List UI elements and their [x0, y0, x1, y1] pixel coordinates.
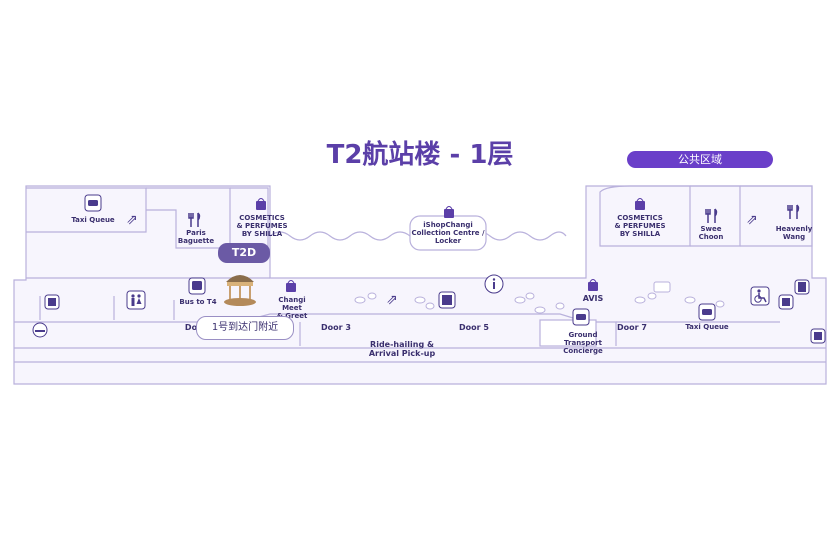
phone-icon: [794, 279, 810, 295]
shopping-bag-icon: [286, 280, 296, 292]
t2d-marker[interactable]: T2D: [218, 243, 270, 263]
toilet-icon: [126, 290, 146, 310]
escalator-icon: ⇗: [386, 292, 398, 308]
label-heavenly-wang: Heavenly Wang: [775, 225, 813, 241]
label-door5: Door 5: [459, 323, 489, 332]
label-swee-choon: Swee Choon: [698, 225, 724, 241]
label-ishopchangi: iShopChangi Collection Centre / Locker: [411, 221, 485, 245]
info-icon: [484, 274, 504, 294]
restaurant-icon: [705, 208, 718, 223]
shopping-bag-icon: [256, 198, 266, 210]
lift-icon: [438, 291, 456, 309]
taxi-icon: [84, 194, 102, 212]
taxi-icon: [572, 308, 590, 326]
label-door7: Door 7: [617, 323, 647, 332]
escalator-icon: ⇗: [746, 212, 758, 228]
smoking-icon: [32, 322, 48, 338]
label-avis: AVIS: [582, 294, 604, 303]
lift-icon: [810, 328, 826, 344]
shopping-bag-icon: [635, 198, 645, 210]
label-taxi-queue-left: Taxi Queue: [71, 216, 115, 224]
label-paris-baguette: Paris Baguette: [177, 229, 215, 245]
label-cosmetics-right: COSMETICS & PERFUMES BY SHILLA: [614, 214, 666, 238]
lift-icon: [778, 294, 794, 310]
page-title: T2航站楼 - 1层: [326, 140, 514, 170]
near-door1-marker[interactable]: 1号到达门附近: [196, 316, 294, 340]
carousel-icon: [224, 275, 256, 306]
label-bus-to-t4: Bus to T4: [179, 298, 217, 306]
label-ride-hailing: Ride-hailing & Arrival Pick-up: [368, 340, 436, 358]
wheelchair-icon: [750, 286, 770, 306]
shopping-bag-icon: [444, 206, 454, 218]
escalator-icon: ⇗: [126, 212, 138, 228]
public-area-badge: 公共区域: [627, 151, 773, 168]
lift-icon: [44, 294, 60, 310]
label-taxi-queue-right: Taxi Queue: [685, 323, 729, 331]
label-ground-transport: Ground Transport Concierge: [563, 331, 603, 355]
label-door1: Do: [184, 323, 198, 332]
label-cosmetics-left: COSMETICS & PERFUMES BY SHILLA: [236, 214, 288, 238]
label-door3: Door 3: [321, 323, 351, 332]
restaurant-icon: [787, 204, 800, 219]
taxi-icon: [698, 303, 716, 321]
shopping-bag-icon: [588, 279, 598, 291]
bus-icon: [188, 277, 206, 295]
restaurant-icon: [188, 212, 201, 227]
